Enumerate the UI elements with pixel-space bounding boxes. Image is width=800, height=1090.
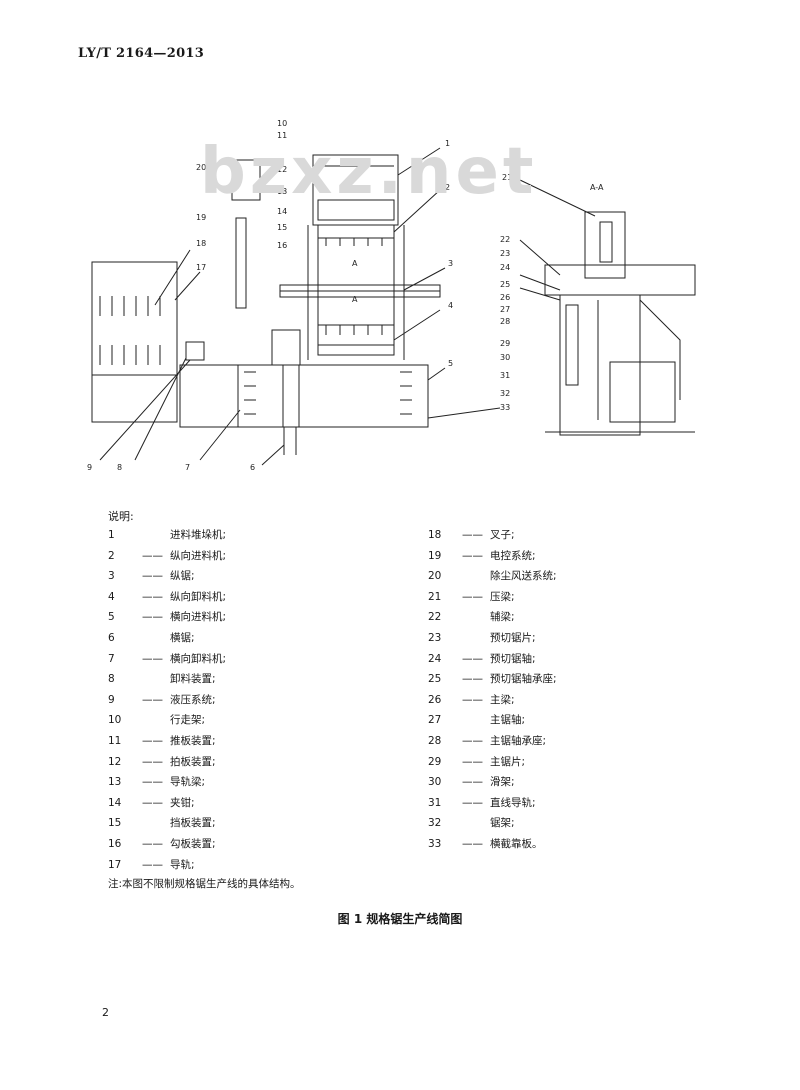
callout-2: 2 [445, 183, 450, 192]
callout-19: 19 [196, 213, 206, 222]
callout-25: 25 [500, 280, 510, 289]
legend-item: 14——夹钳; [108, 796, 195, 809]
section-mark-top: A [352, 259, 358, 268]
legend-item: 30——滑架; [428, 776, 515, 789]
callout-3: 3 [448, 259, 453, 268]
legend-item: 18——叉子; [428, 529, 515, 541]
callout-21: 21 [502, 173, 512, 182]
callout-31: 31 [500, 371, 510, 380]
callout-15: 15 [277, 223, 287, 232]
legend-item: 11——推板装置; [108, 734, 216, 747]
legend-item: 21——压梁; [428, 590, 515, 603]
legend-item: 13——导轨梁; [108, 776, 206, 789]
callout-11: 11 [277, 131, 287, 140]
legend-item: 31——直线导轨; [428, 796, 536, 809]
callout-20: 20 [196, 163, 206, 172]
legend-item: 29——主锯片; [428, 755, 526, 768]
callout-7: 7 [185, 463, 190, 472]
callout-29: 29 [500, 339, 510, 348]
callout-9: 9 [87, 463, 92, 472]
callout-4: 4 [448, 301, 453, 310]
legend-title: 说明: [108, 510, 134, 523]
forklift-unit [91, 261, 178, 423]
dust-system [231, 159, 261, 201]
section-mark-bottom: A [352, 295, 358, 304]
callout-16: 16 [277, 241, 287, 250]
callout-33: 33 [500, 403, 510, 412]
callout-18: 18 [196, 239, 206, 248]
legend-item: 26——主梁; [428, 693, 515, 706]
clapper-device [317, 199, 395, 221]
electric-control [235, 217, 247, 309]
legend-item: 9——液压系统; [108, 693, 216, 706]
callout-27: 27 [500, 305, 510, 314]
section-label: A-A [590, 183, 604, 192]
legend-item: 5——横向进料机; [108, 611, 227, 624]
page-number: 2 [102, 1006, 109, 1019]
motor [609, 361, 676, 423]
callout-32: 32 [500, 389, 510, 398]
legend-item: 24——预切锯轴; [428, 652, 536, 665]
figure-note: 注:本图不限制规格锯生产线的具体结构。 [108, 878, 301, 890]
legend-item: 12——拍板装置; [108, 755, 216, 768]
legend-item: 19——电控系统; [428, 549, 536, 562]
callout-10: 10 [277, 119, 287, 128]
callout-8: 8 [117, 463, 122, 472]
legend-item: 33——横截靠板。 [428, 837, 543, 850]
callout-26: 26 [500, 293, 510, 302]
legend-item: 16——勾板装置; [108, 837, 216, 850]
callout-22: 22 [500, 235, 510, 244]
callout-28: 28 [500, 317, 510, 326]
callout-6: 6 [250, 463, 255, 472]
watermark: bzxz.net [200, 135, 538, 209]
standard-code: LY/T 2164—2013 [78, 46, 205, 61]
figure-caption: 图 1 规格锯生产线简图 [337, 912, 463, 926]
callout-17: 17 [196, 263, 206, 272]
legend-item: 7——横向卸料机; [108, 652, 227, 665]
hydraulic-system [185, 341, 205, 361]
production-line-diagram: 10 11 1 20 12 2 13 14 19 15 18 16 17 3 4… [0, 0, 800, 500]
callout-1: 1 [445, 139, 450, 148]
legend-item: 25——预切锯轴承座; [428, 673, 557, 686]
diagram-svg: 10 11 1 20 12 2 13 14 19 15 18 16 17 3 4… [87, 119, 696, 472]
callout-13: 13 [277, 187, 287, 196]
callout-30: 30 [500, 353, 510, 362]
callout-24: 24 [500, 263, 510, 272]
callout-12: 12 [277, 165, 287, 174]
legend-item: 3——纵锯; [108, 570, 195, 583]
callout-14: 14 [277, 207, 287, 216]
legend-item: 17——导轨; [108, 858, 195, 871]
legend-item: 2——纵向进料机; [108, 549, 227, 562]
legend-item: 4——纵向卸料机; [108, 590, 227, 603]
legend-item: 28——主锯轴承座; [428, 734, 547, 747]
callout-23: 23 [500, 249, 510, 258]
cross-feeder [237, 364, 429, 428]
callout-5: 5 [448, 359, 453, 368]
feed-stacker-frame [312, 154, 399, 226]
